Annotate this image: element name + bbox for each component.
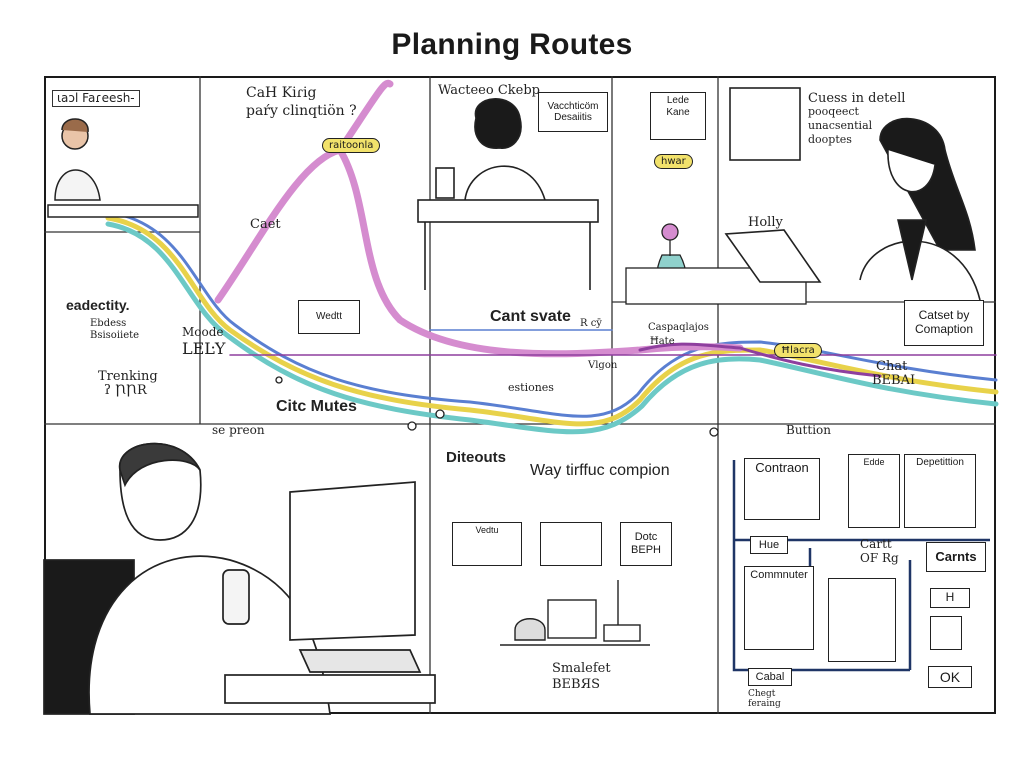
dotc-card: Dotc BEPH (620, 522, 672, 566)
lede-card: Lede Kane (650, 92, 706, 140)
cues-note-line-4: dooptes (808, 133, 852, 146)
hue-button[interactable]: Hue (750, 536, 788, 554)
h-button[interactable]: H (930, 588, 970, 608)
cant-svate-note: R cȳ (580, 318, 602, 329)
estiones-label: estiones (508, 381, 554, 394)
carnts-button[interactable]: Carnts (926, 542, 986, 572)
document-card (828, 578, 896, 662)
depetition-card: Depetittion (904, 454, 976, 528)
route-ribbons (105, 79, 999, 435)
capset-card: Catset by Comaption (904, 300, 984, 346)
smatefet-sub: BEBЯS (552, 677, 601, 692)
vacation-subtitle: Desaiitis (554, 112, 592, 123)
illustration-frame (44, 76, 996, 714)
citc-mutes-label: Citc Mutes (276, 398, 357, 415)
chat-label: Chat (876, 359, 908, 374)
vlgon-label: Vlgon (588, 360, 618, 371)
contraon-card: Contraon (744, 458, 820, 520)
route-pill: raitoonla (322, 138, 381, 153)
compagtos-label: Caspaqlajos (648, 322, 709, 333)
crest-badge: hwar (654, 154, 693, 169)
route-markers (275, 376, 719, 437)
diteouts-label: Diteouts (446, 449, 506, 466)
paty-question-label: paŕy clinqtiön ? (246, 103, 357, 119)
chegt-sub: feraing (748, 699, 781, 709)
chegt-label: Chegt (748, 689, 776, 699)
mode-label: Moode (182, 325, 224, 339)
smatefet-label: Smalefet (552, 661, 611, 676)
cant-label: Caet (250, 217, 281, 232)
cues-note-line-1: Cuess in detell (808, 91, 906, 106)
woman-at-table-figure (417, 98, 599, 290)
cabal-button[interactable]: Cabal (748, 668, 792, 686)
se-preon-label: se preon (212, 423, 265, 437)
eadectity-sub-2: Bsisoiiete (90, 330, 140, 341)
of-rug-label: OF Rg (860, 551, 899, 565)
holly-label: Holly (748, 215, 783, 230)
eadectity-sub-1: Ebdess (90, 318, 127, 329)
compagtos-sub: Ħate (650, 336, 675, 347)
man-at-computer-figure (43, 442, 436, 715)
mini-panel (930, 616, 962, 650)
small-card (540, 522, 602, 566)
page-title: Planning Routes (391, 28, 633, 61)
top-left-sign: ɩaɔl Faɾeesh- (52, 90, 140, 108)
woman-with-laptop-figure (724, 87, 981, 301)
lsly-label: LEĿY (182, 339, 226, 358)
lab-props-figure (500, 580, 650, 646)
vase-figure (625, 223, 807, 305)
whiteboard-card: Wedtt (298, 300, 360, 334)
cues-note-line-3: unacsential (808, 119, 873, 132)
dotc-subtitle: BEPH (631, 544, 661, 556)
dotc-title: Dotc (634, 531, 658, 544)
cant-svate-label: Cant svate (490, 308, 571, 325)
vedtu-card: Vedtu (452, 522, 522, 566)
commnuter-card: Commnuter (744, 566, 814, 650)
ok-button[interactable]: OK (928, 666, 972, 688)
edde-card: Edde (848, 454, 900, 528)
tlacra-pill: Ħlacra (774, 343, 822, 358)
trenking-label: Trenking (98, 369, 158, 384)
call-king-label: CaH Kiɾig (246, 85, 317, 101)
vacation-title: Vacchticöm (547, 100, 599, 112)
cues-note-line-2: pooqeect (808, 105, 859, 118)
woman-on-phone-figure (47, 118, 199, 218)
eadectity-label: eadectity. (66, 297, 130, 313)
vacation-card: Vacchticöm Desaiitis (538, 92, 608, 132)
way-tirffuc-label: Way tirffuc compion (530, 462, 670, 479)
street-note-label: Wacteeo Ckebp (438, 83, 540, 98)
buttion-label: Buttion (786, 423, 831, 437)
trenking-sub: ʔ ꞂꞂR (104, 383, 147, 398)
cartt-label: Cartt (860, 537, 892, 551)
chat-sub: BEBAI (872, 373, 916, 388)
